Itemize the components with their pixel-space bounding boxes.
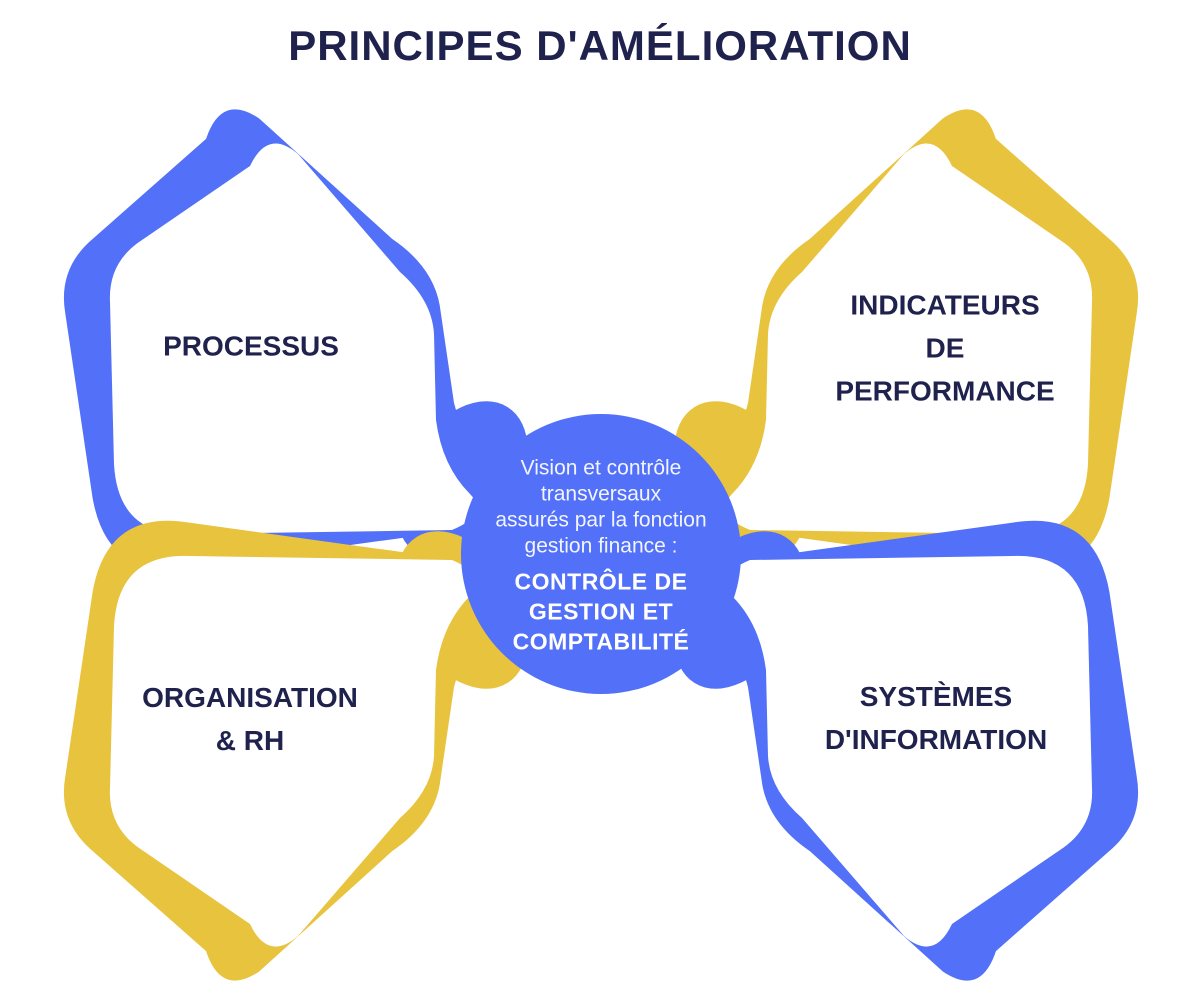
center-circle	[461, 414, 741, 694]
page-title: PRINCIPES D'AMÉLIORATION	[288, 22, 912, 69]
